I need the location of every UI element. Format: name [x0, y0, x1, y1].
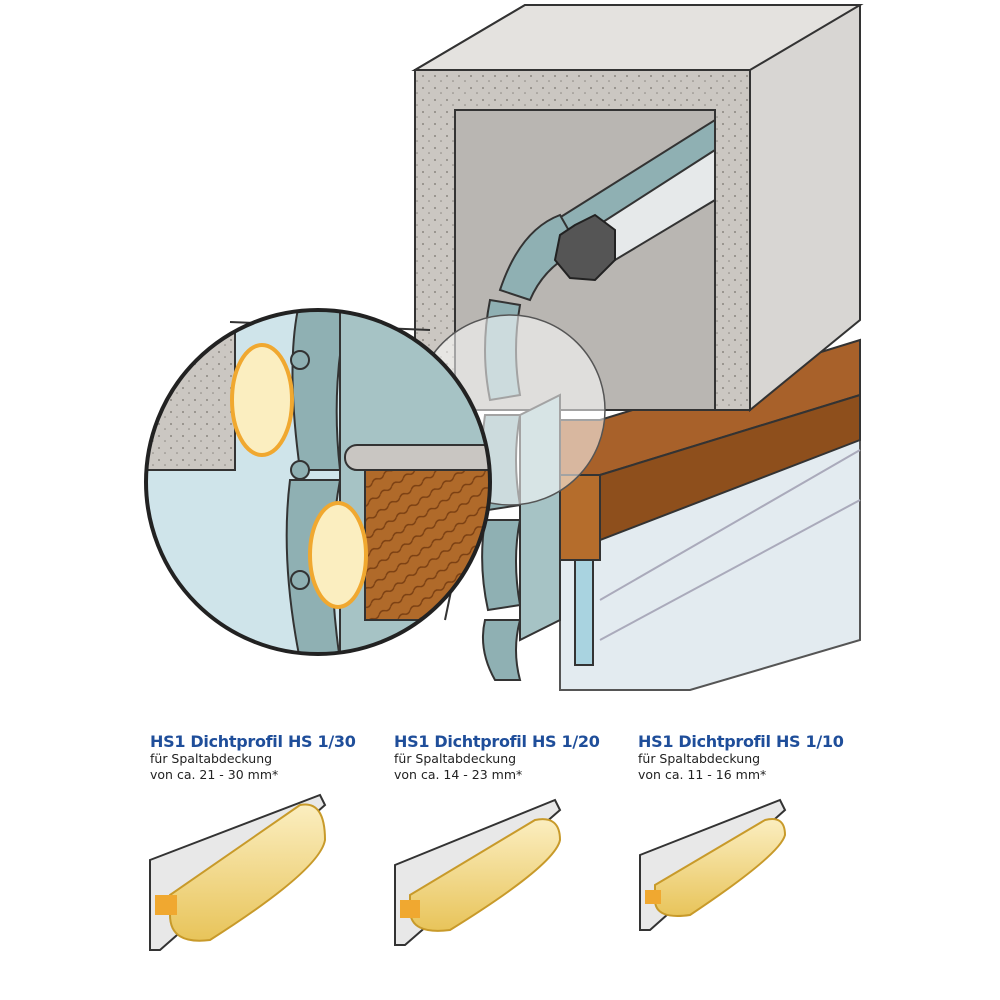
caption-line: für Spaltabdeckung — [150, 751, 273, 766]
caption-line: für Spaltabdeckung — [638, 751, 761, 766]
caption-title: HS1 Dichtprofil HS 1/30 — [150, 732, 356, 751]
caption-range: von ca. 21 - 30 mm* — [150, 767, 279, 782]
caption-range: von ca. 14 - 23 mm* — [394, 767, 523, 782]
caption-range: von ca. 11 - 16 mm* — [638, 767, 767, 782]
shaft — [553, 213, 616, 282]
caption-hs-1-20: HS1 Dichtprofil HS 1/20 für Spaltabdecku… — [394, 732, 600, 783]
caption-line: für Spaltabdeckung — [394, 751, 517, 766]
caption-title: HS1 Dichtprofil HS 1/20 — [394, 732, 600, 751]
caption-hs-1-30: HS1 Dichtprofil HS 1/30 für Spaltabdecku… — [150, 732, 356, 783]
caption-hs-1-10: HS1 Dichtprofil HS 1/10 für Spaltabdecku… — [638, 732, 844, 783]
caption-title: HS1 Dichtprofil HS 1/10 — [638, 732, 844, 751]
profile-hs-1-10 — [639, 798, 787, 931]
profile-hs-1-20 — [394, 798, 562, 946]
profile-hs-1-30 — [149, 793, 327, 951]
magnifier-ring — [144, 308, 492, 656]
